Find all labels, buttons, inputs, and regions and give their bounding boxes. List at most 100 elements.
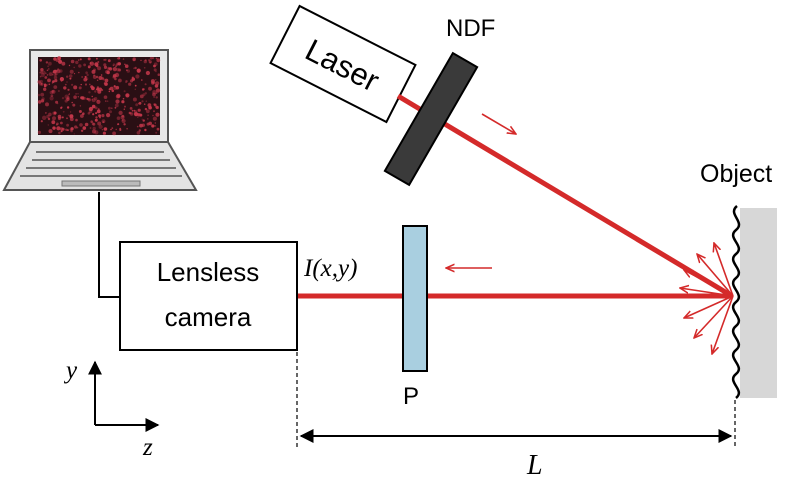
speckle-dot	[125, 93, 130, 98]
speckle-dot	[46, 69, 49, 72]
speckle-dot	[93, 97, 98, 101]
speckle-dot	[155, 82, 157, 84]
speckle-dot	[96, 109, 101, 114]
speckle-dot	[95, 112, 98, 115]
speckle-dot	[81, 76, 84, 78]
speckle-dot	[101, 129, 104, 131]
speckle-dot	[116, 68, 120, 72]
speckle-dot	[104, 58, 107, 61]
speckle-dot	[47, 124, 49, 126]
speckle-dot	[51, 120, 56, 125]
object-label: Object	[700, 160, 772, 188]
speckle-dot	[156, 58, 161, 63]
speckle-dot	[49, 96, 54, 101]
speckle-dot	[53, 75, 58, 80]
speckle-dot	[131, 109, 134, 112]
camera-cable	[98, 192, 120, 298]
intensity-label: I(x,y)	[303, 255, 357, 282]
speckle-dot	[46, 74, 49, 76]
speckle-dot	[73, 73, 76, 75]
speckle-dot	[147, 118, 149, 120]
speckle-dot	[151, 57, 155, 60]
speckle-dot	[78, 59, 80, 61]
speckle-dot	[153, 64, 156, 68]
speckle-dot	[88, 91, 91, 94]
speckle-dot	[107, 66, 110, 70]
speckle-dot	[103, 127, 108, 131]
scatter-arrows	[680, 243, 734, 354]
speckle-dot	[73, 133, 75, 135]
speckle-dot	[52, 73, 54, 76]
speckle-dot	[131, 77, 134, 79]
speckle-dot	[94, 62, 99, 67]
laptop-icon	[2, 49, 198, 191]
speckle-dot	[141, 118, 143, 121]
speckle-dot	[128, 82, 132, 86]
speckle-dot	[156, 127, 160, 131]
speckle-dot	[45, 112, 47, 114]
speckle-dot	[68, 64, 71, 67]
speckle-dot	[37, 100, 42, 104]
speckle-dot	[104, 78, 109, 83]
speckle-dot	[153, 96, 155, 98]
speckle-dot	[56, 69, 61, 74]
speckle-dot	[103, 65, 108, 69]
speckle-dot	[137, 113, 141, 117]
speckle-dot	[133, 113, 136, 115]
ndf-label: NDF	[446, 15, 495, 42]
speckle-dot	[143, 88, 145, 90]
speckle-dot	[69, 111, 72, 113]
speckle-dot	[132, 57, 136, 61]
distance-label: L	[526, 450, 543, 478]
speckle-dot	[115, 65, 117, 67]
speckle-dot	[66, 106, 70, 109]
speckle-dot	[77, 93, 79, 95]
speckle-dot	[151, 81, 155, 85]
speckle-dot	[69, 117, 74, 122]
speckle-dot	[143, 103, 146, 105]
speckle-dot	[114, 77, 117, 81]
speckle-dot	[39, 59, 42, 62]
speckle-dot	[144, 83, 147, 86]
speckle-dot	[123, 123, 126, 126]
speckle-dot	[73, 85, 78, 90]
speckle-dot	[75, 60, 79, 65]
speckle-dot	[135, 74, 140, 79]
speckle-dot	[122, 97, 125, 100]
speckle-dot	[146, 122, 150, 126]
speckle-dot	[156, 92, 158, 94]
speckle-dot	[60, 130, 63, 133]
speckle-dot	[37, 93, 41, 97]
speckle-dot	[56, 102, 59, 105]
speckle-dot	[42, 115, 47, 121]
speckle-dot	[70, 59, 75, 64]
speckle-dot	[126, 128, 128, 130]
speckle-dot	[74, 125, 78, 129]
speckle-dot	[95, 116, 98, 119]
speckle-dot	[40, 99, 45, 103]
speckle-dot	[90, 120, 93, 123]
speckle-dot	[56, 126, 61, 131]
speckle-dot	[96, 99, 101, 104]
speckle-dot	[48, 129, 53, 134]
speckle-dot	[134, 66, 137, 70]
speckle-pattern	[37, 56, 161, 136]
speckle-dot	[137, 116, 139, 118]
speckle-dot	[103, 95, 108, 99]
speckle-dot	[110, 128, 112, 131]
speckle-dot	[37, 130, 42, 134]
speckle-dot	[145, 109, 150, 114]
z-axis-label: z	[142, 434, 153, 461]
speckle-dot	[142, 93, 146, 97]
speckle-dot	[111, 89, 115, 93]
speckle-dot	[148, 105, 152, 110]
speckle-dot	[145, 100, 147, 102]
speckle-dot	[113, 86, 117, 90]
speckle-dot	[111, 127, 114, 129]
speckle-dot	[68, 74, 73, 78]
speckle-dot	[68, 93, 71, 95]
speckle-dot	[132, 97, 137, 102]
speckle-dot	[97, 108, 100, 111]
speckle-dot	[82, 112, 85, 115]
speckle-dot	[66, 123, 69, 127]
